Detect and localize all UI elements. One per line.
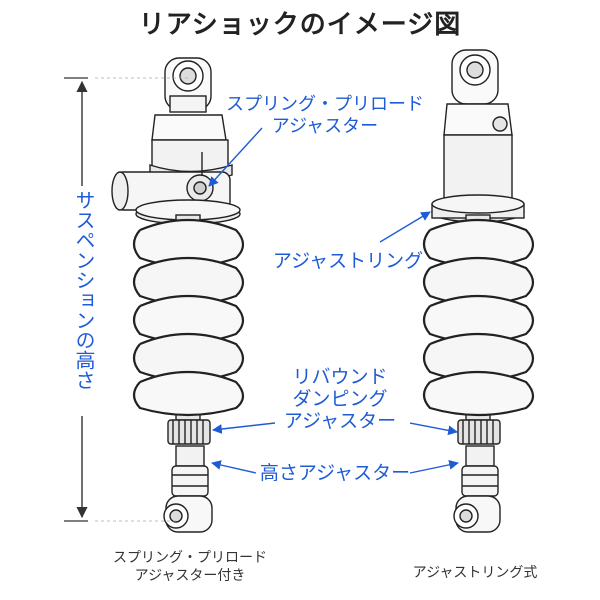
right-spring	[422, 218, 535, 417]
right-shock	[422, 49, 535, 533]
right-upper-body	[431, 103, 525, 223]
height-dimension	[64, 77, 188, 522]
left-top-eye	[164, 57, 212, 113]
left-caption-line-1: スプリング・プリロード	[113, 550, 267, 566]
left-bottom-eye	[163, 495, 213, 533]
right-caption: アジャストリング式	[412, 565, 538, 581]
leader-arrows	[208, 127, 459, 474]
left-spring	[132, 218, 245, 417]
right-rebound-adjuster	[457, 419, 501, 445]
height-adjuster-label: 高さアジャスター	[259, 462, 411, 484]
preload-adjuster-line-1: スプリング・プリロード	[226, 94, 424, 115]
rebound-line-1: リバウンド	[292, 366, 388, 388]
rebound-line-2: ダンピング	[292, 388, 388, 410]
left-caption-line-2: アジャスター付き	[134, 568, 246, 584]
preload-adjuster-label: スプリング・プリロード アジャスター	[215, 94, 435, 138]
right-height-adjuster	[461, 445, 499, 497]
rebound-adjuster-label: リバウンド ダンピング アジャスター	[255, 366, 425, 432]
right-top-eye	[451, 49, 499, 105]
right-bottom-eye	[453, 495, 501, 533]
diagram-title: リアショックのイメージ図	[138, 10, 462, 40]
left-height-adjuster	[171, 445, 209, 497]
preload-adjuster-line-2: アジャスター	[271, 116, 379, 137]
adjust-ring-label: アジャストリング	[272, 250, 424, 272]
rebound-line-3: アジャスター	[283, 410, 397, 432]
suspension-height-label: サスペンションの高さ	[67, 190, 97, 390]
left-caption: スプリング・プリロード アジャスター付き	[85, 549, 295, 585]
left-rebound-adjuster	[167, 419, 211, 445]
